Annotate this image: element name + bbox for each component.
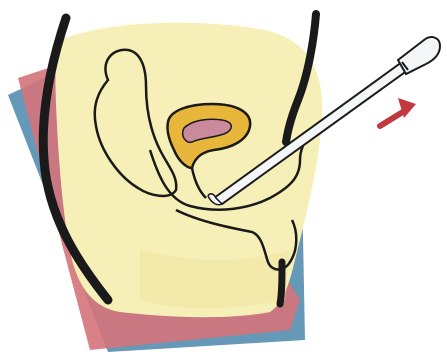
catheter-hub bbox=[398, 37, 440, 74]
arrow-shaft bbox=[380, 110, 406, 126]
direction-arrow-icon bbox=[380, 98, 416, 126]
